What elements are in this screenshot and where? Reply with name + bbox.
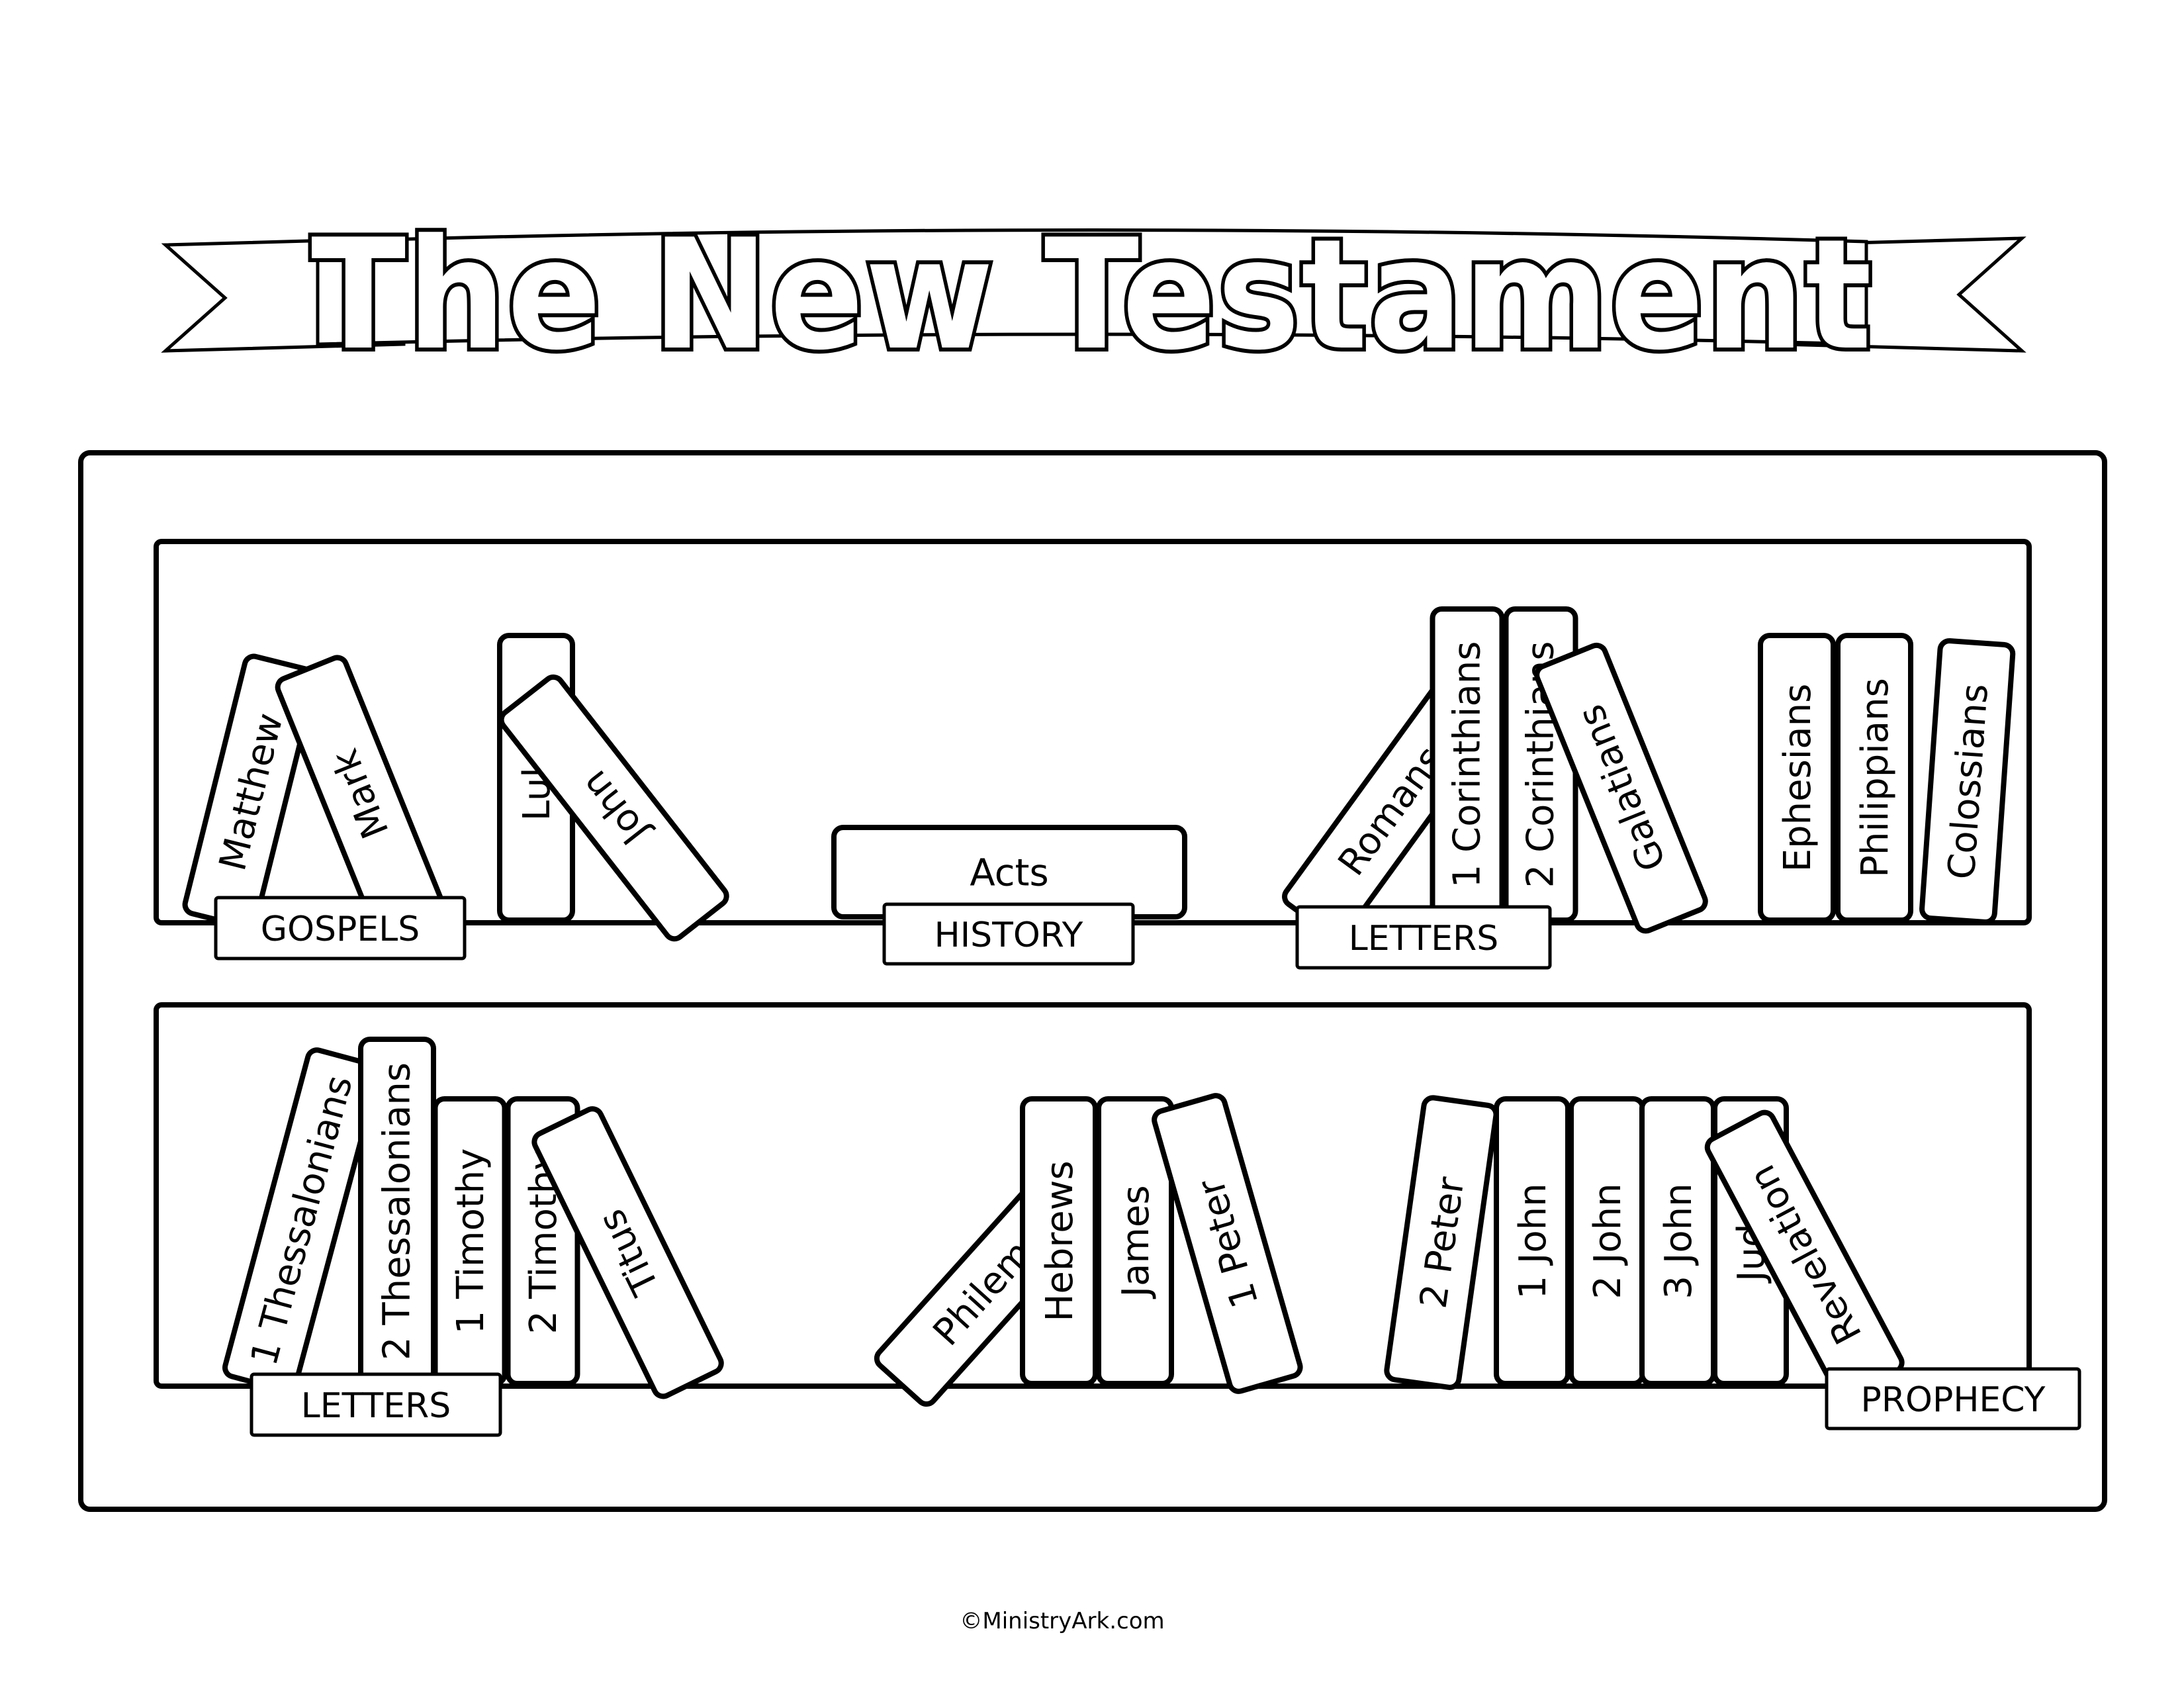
label-history-text: HISTORY [934, 915, 1083, 955]
label-letters-text: LETTERS [1349, 919, 1498, 959]
label-gospels-text: GOSPELS [261, 910, 420, 949]
book-2-thessalonians: 2 Thessalonians [358, 1037, 436, 1386]
copyright-text: ©MinistryArk.com [960, 1608, 1164, 1634]
book-titus-cover [531, 1106, 724, 1399]
book-1-corinthians-title: 1 Corinthians [1446, 641, 1489, 888]
book-james-title: James [1115, 1185, 1158, 1299]
book-ephesians: Ephesians [1758, 633, 1836, 923]
label-gospels-tag [214, 896, 467, 961]
book-matthew: Matthew [182, 653, 319, 930]
book-hebrews-cover [1020, 1096, 1098, 1386]
title-banner: The New Testament [161, 203, 2026, 388]
book-hebrews: Hebrews [1020, 1096, 1098, 1386]
book-ephesians-title: Ephesians [1776, 684, 1819, 872]
book-2-john-title: 2 John [1586, 1183, 1629, 1299]
book-philippians-cover [1835, 633, 1913, 923]
label-prophecy-text: PROPHECY [1861, 1380, 2046, 1420]
label-letters: LETTERS [1295, 905, 1552, 970]
label-prophecy-tag [1825, 1367, 2081, 1430]
book-hebrews-title: Hebrews [1038, 1160, 1081, 1321]
book-james-cover [1096, 1096, 1174, 1386]
book-acts: Acts [831, 825, 1187, 919]
book-1-john: 1 John [1494, 1096, 1570, 1386]
book-1-john-cover [1494, 1096, 1570, 1386]
book-2-peter: 2 Peter [1384, 1095, 1499, 1390]
book-1-timothy-title: 1 Timothy [449, 1149, 492, 1335]
page-title: The New Testament [311, 207, 1873, 384]
book-colossians-cover [1919, 638, 2016, 925]
book-philippians: Philippians [1835, 633, 1913, 923]
label-history-tag [882, 902, 1135, 966]
book-philippians-title: Philippians [1854, 678, 1897, 878]
book-1-peter: 1 Peter [1152, 1093, 1303, 1394]
book-3-john-title: 3 John [1657, 1183, 1700, 1299]
book-galatians-cover [1534, 642, 1708, 934]
book-1-peter-cover [1152, 1093, 1303, 1394]
label-letters-2-tag [250, 1372, 502, 1437]
label-history: HISTORY [882, 902, 1135, 966]
book-acts-title: Acts [970, 852, 1048, 895]
book-john: John [498, 674, 729, 942]
label-letters-tag [1295, 905, 1552, 970]
book-2-peter-cover [1384, 1095, 1499, 1390]
book-3-john: 3 John [1639, 1096, 1716, 1386]
book-2-john: 2 John [1569, 1096, 1645, 1386]
book-1-timothy: 1 Timothy [432, 1096, 508, 1386]
book-john-cover [498, 674, 729, 942]
label-letters-2: LETTERS [250, 1372, 502, 1437]
book-ephesians-cover [1758, 633, 1836, 923]
banner-band [316, 228, 1868, 346]
book-1-corinthians: 1 Corinthians [1430, 606, 1505, 923]
label-letters-2-text: LETTERS [301, 1386, 451, 1426]
book-james: James [1096, 1096, 1174, 1386]
book-colossians: Colossians [1919, 638, 2016, 925]
book-1-john-title: 1 John [1512, 1183, 1555, 1299]
section-labels: GOSPELS HISTORY LETTERS LETTERS PROPHECY [214, 896, 2081, 1437]
label-prophecy: PROPHECY [1825, 1367, 2081, 1430]
book-2-thessalonians-title: 2 Thessalonians [376, 1062, 419, 1360]
book-titus: Titus [531, 1106, 724, 1399]
label-gospels: GOSPELS [214, 896, 467, 961]
